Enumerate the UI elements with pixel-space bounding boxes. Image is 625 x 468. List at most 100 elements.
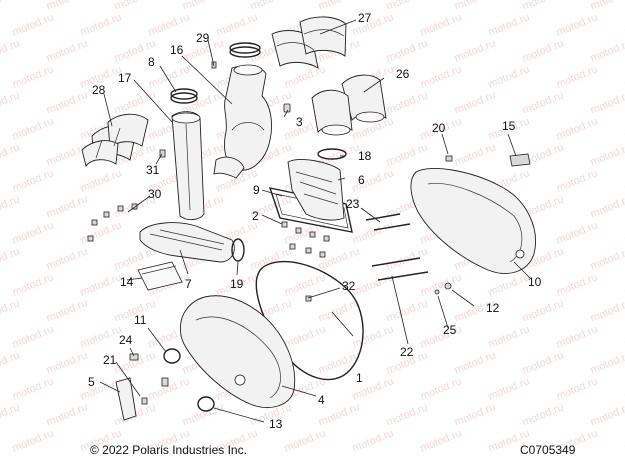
watermark-text: motod.ru <box>589 297 625 324</box>
watermark-text: motod.ru <box>0 0 21 13</box>
watermark-text: motod.ru <box>79 375 124 402</box>
watermark-text: motod.ru <box>45 89 90 116</box>
callout-11: 11 <box>134 313 147 327</box>
watermark-text: motod.ru <box>521 349 566 376</box>
watermark-text: motod.ru <box>521 89 566 116</box>
copyright-text: © 2022 Polaris Industries Inc. <box>90 443 247 457</box>
watermark-text: motod.ru <box>113 349 158 376</box>
watermark-text: motod.ru <box>555 11 600 38</box>
watermark-text: motod.ru <box>453 141 498 168</box>
watermark-text: motod.ru <box>249 0 294 13</box>
watermark-text: motod.ru <box>419 11 464 38</box>
callout-24: 24 <box>119 333 133 347</box>
watermark-text: motod.ru <box>11 427 56 454</box>
callout-13: 13 <box>269 417 283 431</box>
callout-8: 8 <box>148 55 155 69</box>
part-8-clamp <box>170 88 198 104</box>
watermark-text: motod.ru <box>385 0 430 13</box>
watermark-text: motod.ru <box>79 11 124 38</box>
part-17-intake-tube <box>171 111 205 221</box>
watermark-text: motod.ru <box>385 89 430 116</box>
callout-7: 7 <box>185 277 192 291</box>
watermark-text: motod.ru <box>453 401 498 428</box>
watermark-text: motod.ru <box>487 271 532 298</box>
part-32-screw <box>305 295 312 302</box>
watermark-text: motod.ru <box>385 297 430 324</box>
watermark-text: motod.ru <box>181 401 226 428</box>
watermark-text: motod.ru <box>351 323 396 350</box>
watermark-text: motod.ru <box>11 63 56 90</box>
callout-30: 30 <box>148 187 162 201</box>
callout-22: 22 <box>400 345 414 359</box>
part-14-filter-screen <box>137 261 183 291</box>
watermark-text: motod.ru <box>283 323 328 350</box>
watermark-text: motod.ru <box>11 375 56 402</box>
part-13-oring <box>197 396 215 412</box>
part-11-oring <box>163 348 181 364</box>
part-3-screw <box>283 103 291 113</box>
watermark-text: motod.ru <box>283 63 328 90</box>
watermark-text: motod.ru <box>45 297 90 324</box>
watermark-text: motod.ru <box>283 427 328 454</box>
watermark-text: motod.ru <box>181 0 226 13</box>
watermark-text: motod.ru <box>487 323 532 350</box>
watermark-text: motod.ru <box>0 193 21 220</box>
watermark-text: motod.ru <box>45 37 90 64</box>
watermark-text: motod.ru <box>79 323 124 350</box>
watermark-text: motod.ru <box>45 401 90 428</box>
part-23-rods <box>365 213 411 231</box>
callout-28: 28 <box>92 83 106 97</box>
callout-26: 26 <box>396 67 410 81</box>
watermark-text: motod.ru <box>0 349 21 376</box>
watermark-text: motod.ru <box>589 37 625 64</box>
watermark-text: motod.ru <box>555 63 600 90</box>
part-27-duct-set <box>271 16 347 69</box>
watermark-text: motod.ru <box>249 245 294 272</box>
watermark-text: motod.ru <box>11 271 56 298</box>
watermark-text: motod.ru <box>589 349 625 376</box>
watermark-text: motod.ru <box>589 245 625 272</box>
part-2-screws <box>281 221 330 258</box>
watermark-text: motod.ru <box>317 0 362 13</box>
part-28-shroud-set <box>81 113 149 168</box>
callout-10: 10 <box>528 275 542 289</box>
watermark-text: motod.ru <box>385 245 430 272</box>
part-6-outlet-plenum <box>287 159 345 221</box>
watermark-text: motod.ru <box>419 271 464 298</box>
callout-32: 32 <box>342 279 356 293</box>
watermark-text: motod.ru <box>0 37 21 64</box>
callout-15: 15 <box>502 119 516 133</box>
part-15-cover-plate <box>509 153 531 167</box>
part-30-screws <box>87 203 138 242</box>
watermark-text: motod.ru <box>385 37 430 64</box>
watermark-text: motod.ru <box>147 375 192 402</box>
part-5-bracket <box>115 377 148 421</box>
callout-19: 19 <box>230 277 244 291</box>
watermark-text: motod.ru <box>147 11 192 38</box>
watermark-text: motod.ru <box>45 245 90 272</box>
watermark-text: motod.ru <box>385 401 430 428</box>
part-24-fitting <box>129 353 139 361</box>
watermark-text: motod.ru <box>11 115 56 142</box>
part-7-intake-plenum <box>139 222 235 263</box>
watermark-text: motod.ru <box>555 115 600 142</box>
watermark-text: motod.ru <box>385 141 430 168</box>
callout-25: 25 <box>443 323 457 337</box>
callout-6: 6 <box>358 173 365 187</box>
callout-27: 27 <box>358 11 372 25</box>
watermark-text: motod.ru <box>453 0 498 13</box>
watermark-text: motod.ru <box>453 89 498 116</box>
watermark-text: motod.ru <box>351 219 396 246</box>
watermark-text: motod.ru <box>79 219 124 246</box>
watermark-text: motod.ru <box>555 375 600 402</box>
callout-2: 2 <box>252 209 259 223</box>
watermark-text: motod.ru <box>0 141 21 168</box>
part-18-clamp <box>317 148 347 160</box>
watermark-text: motod.ru <box>45 193 90 220</box>
callout-18: 18 <box>358 149 372 163</box>
watermark-text: motod.ru <box>45 0 90 13</box>
part-19-clamp <box>231 238 245 262</box>
watermark-text: motod.ru <box>79 167 124 194</box>
watermark-text: motod.ru <box>11 219 56 246</box>
watermark-text: motod.ru <box>589 141 625 168</box>
